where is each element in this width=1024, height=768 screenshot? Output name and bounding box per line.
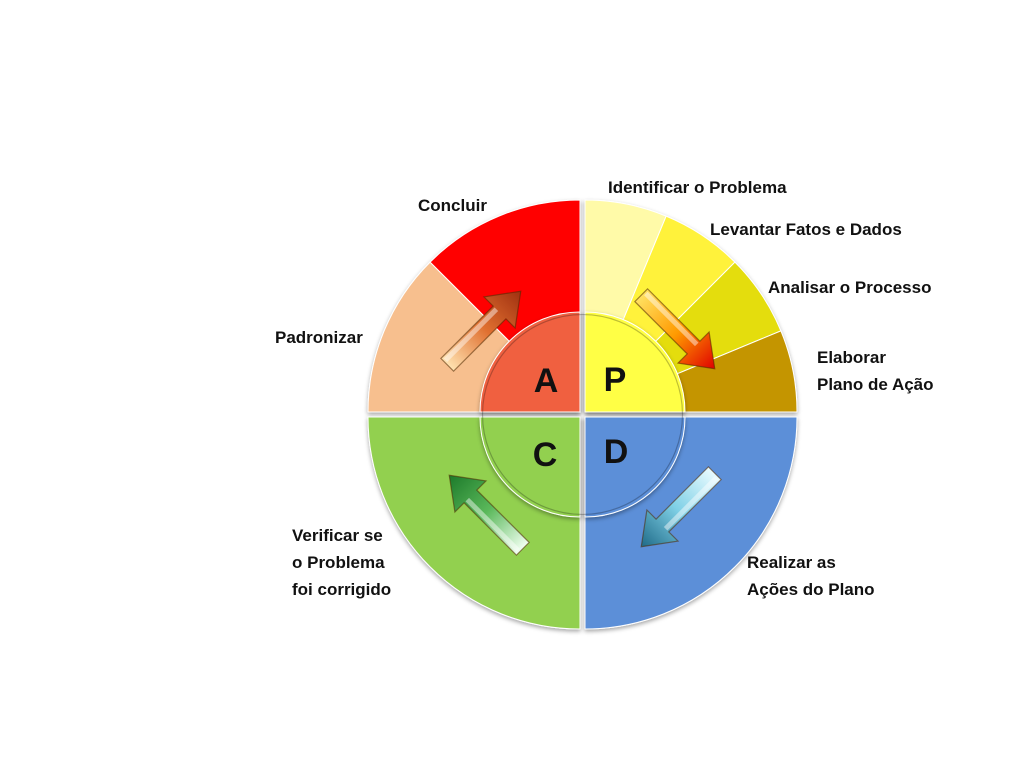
do-arrow-icon-highlight [663, 476, 719, 531]
inner-act [479, 311, 581, 413]
label-identificar-text: Identificar o Problema [608, 178, 787, 197]
label-elaborar: Elaborar Plano de Ação [817, 344, 934, 398]
label-verificar-line2: o Problema [292, 553, 385, 572]
letter-c: C [533, 436, 558, 474]
label-realizar-line1: Realizar as [747, 553, 836, 572]
label-verificar-line3: foi corrigido [292, 580, 392, 599]
label-elaborar-line1: Elaborar [817, 348, 886, 367]
label-elaborar-line2: Plano de Ação [817, 375, 934, 394]
do-arrow-icon-shape [640, 466, 722, 548]
label-levantar-text: Levantar Fatos e Dados [710, 220, 902, 239]
label-analisar-text: Analisar o Processo [768, 278, 932, 297]
act-arrow-icon-highlight [443, 307, 499, 362]
letter-a: A [534, 362, 559, 400]
inner-circle-outline [481, 313, 684, 516]
letter-d: D [604, 433, 629, 471]
label-realizar-line2: Ações do Plano [747, 580, 875, 599]
plan-arrow-icon-shape [634, 288, 716, 370]
label-padronizar: Padronizar [275, 324, 363, 351]
check-arrow-icon-highlight [465, 497, 520, 553]
label-levantar: Levantar Fatos e Dados [710, 216, 902, 243]
inner-plan [584, 311, 686, 413]
inner-do [584, 416, 686, 518]
label-padronizar-text: Padronizar [275, 328, 363, 347]
inner-check [479, 416, 581, 518]
check-arrow-icon [448, 474, 530, 556]
label-realizar: Realizar as Ações do Plano [747, 549, 875, 603]
label-verificar-line1: Verificar se [292, 526, 383, 545]
label-concluir: Concluir [418, 192, 487, 219]
label-concluir-text: Concluir [418, 196, 487, 215]
label-verificar: Verificar se o Problema foi corrigido [292, 522, 391, 603]
label-analisar: Analisar o Processo [768, 274, 931, 301]
label-identificar: Identificar o Problema [608, 174, 787, 201]
letter-p: P [604, 361, 627, 399]
act-arrow-icon-shape [440, 290, 522, 372]
act-arrow-icon [440, 290, 522, 372]
check-arrow-icon-shape [448, 474, 530, 556]
do-arrow-icon [640, 466, 722, 548]
plan-arrow-icon [634, 288, 716, 370]
plan-arrow-icon-highlight [644, 291, 699, 347]
